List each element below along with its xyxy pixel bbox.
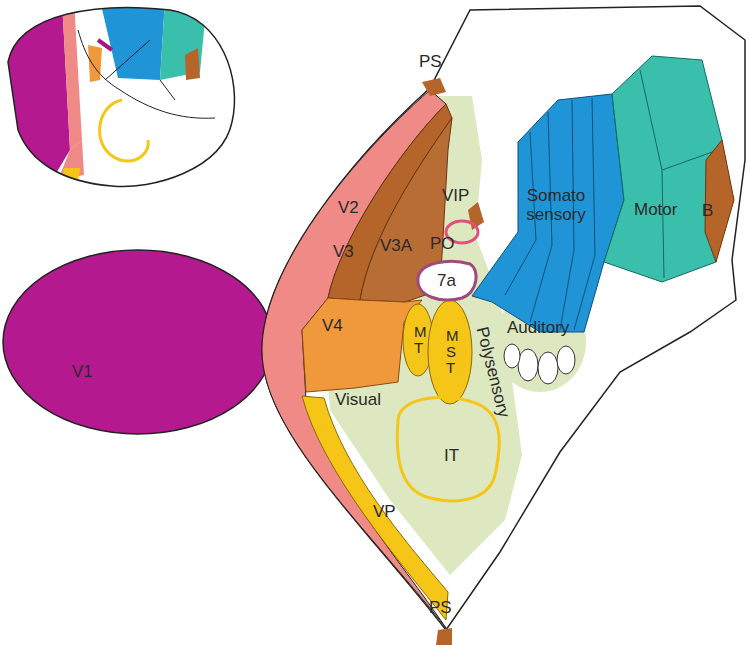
area-name: IT	[444, 447, 459, 466]
area-label: Somato sensory	[521, 187, 591, 224]
area-label: B	[702, 202, 713, 221]
area-label: V3	[333, 243, 354, 262]
area-name: V2	[338, 199, 359, 218]
region-label: Visual	[335, 391, 381, 410]
area-label: IT	[444, 447, 459, 466]
area-name: VIP	[442, 187, 469, 206]
area-name: MT	[414, 324, 422, 356]
area-label: 7a	[437, 272, 456, 291]
area-label: V2	[338, 199, 359, 218]
area-name: PO	[430, 235, 455, 254]
area-name: VP	[373, 503, 396, 522]
area-name: MST	[446, 328, 454, 375]
area-name: B	[702, 202, 713, 221]
sulcus-label: PS	[429, 599, 452, 618]
area-name: Somato sensory	[521, 187, 591, 224]
area-label: VP	[373, 503, 396, 522]
area-label: V1	[72, 363, 93, 382]
area-label: Auditory	[507, 319, 569, 338]
sulcus-label: PS	[419, 53, 442, 72]
area-name: V4	[322, 317, 343, 336]
region-label: Visual	[335, 391, 381, 410]
area-name: V3A	[380, 237, 412, 256]
area-label: MT	[414, 324, 422, 356]
area-label: V3A	[380, 237, 412, 256]
sulcus-label: PS	[429, 599, 452, 618]
area-name: V3	[333, 243, 354, 262]
area-name: Auditory	[507, 319, 569, 338]
area-name: Motor	[634, 201, 677, 220]
area-name: 7a	[437, 272, 456, 291]
sulcus-label: PS	[419, 53, 442, 72]
area-label: VIP	[442, 187, 469, 206]
area-label: MST	[446, 328, 454, 375]
area-label: V4	[322, 317, 343, 336]
area-label: Motor	[634, 201, 677, 220]
area-name: V1	[72, 363, 93, 382]
area-label: PO	[430, 235, 455, 254]
